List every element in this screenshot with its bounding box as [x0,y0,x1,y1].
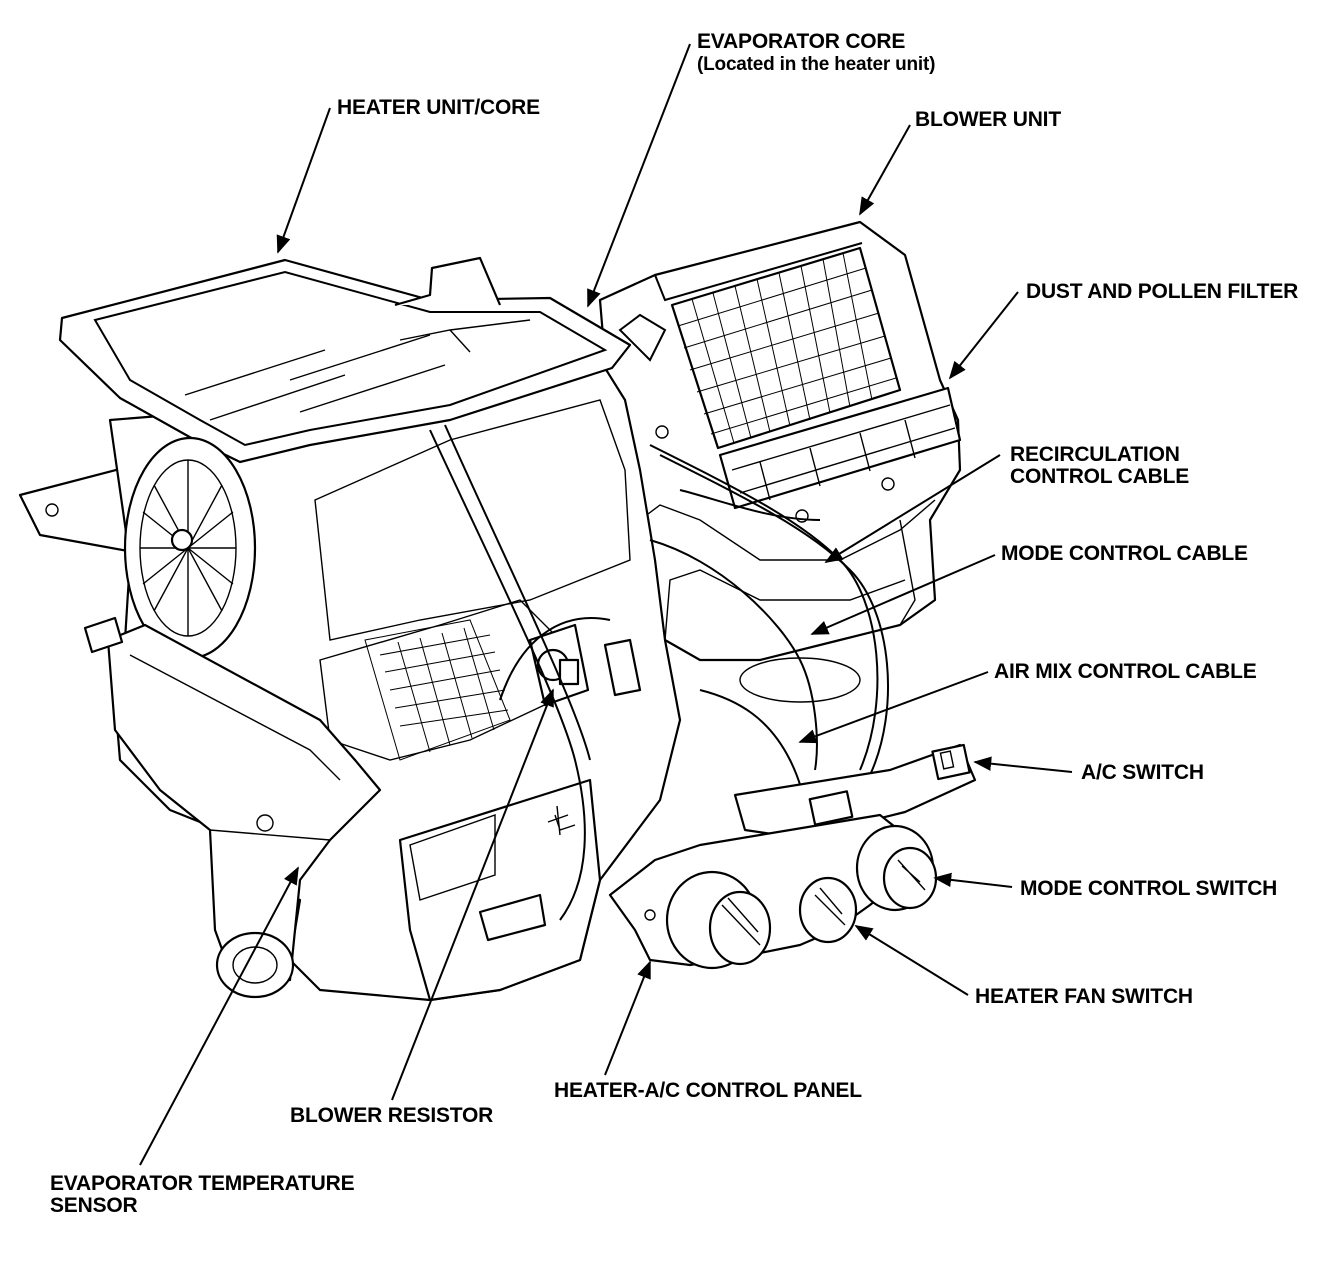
leader-blower-resistor [391,688,554,1101]
label-dust-pollen-filter: DUST AND POLLEN FILTER [1026,280,1299,303]
leader-evaporator-core [587,43,691,308]
heater-unit-drawing [18,256,682,1002]
label-evap-temp-sensor-line2: SENSOR [50,1194,138,1217]
label-blower-resistor: BLOWER RESISTOR [290,1104,494,1127]
label-heater-fan-switch: HEATER FAN SWITCH [975,985,1193,1008]
leader-mode-cable [810,554,996,635]
blower-resistor-drawing [429,424,642,921]
leader-dust-filter [948,291,1019,380]
label-mode-control-switch: MODE CONTROL SWITCH [1020,877,1278,900]
label-evaporator-core: EVAPORATOR CORE [697,30,906,53]
leader-blower-unit [859,124,911,216]
label-evaporator-core-note: (Located in the heater unit) [697,54,936,75]
leader-heater-unit [276,107,331,254]
label-heater-unit-core: HEATER UNIT/CORE [337,96,540,119]
label-evap-temp-sensor-line1: EVAPORATOR TEMPERATURE [50,1172,355,1195]
leader-recirculation [824,454,1001,563]
control-panel-drawing [608,743,977,970]
label-heater-ac-control-panel: HEATER-A/C CONTROL PANEL [554,1079,862,1102]
leader-control-panel [604,960,651,1076]
leader-lines [139,43,1073,1166]
leader-ac-switch [973,756,1073,773]
label-recirculation-line1: RECIRCULATION [1010,443,1180,466]
label-blower-unit: BLOWER UNIT [915,108,1061,131]
leader-fan-switch [854,925,969,996]
label-mode-control-cable: MODE CONTROL CABLE [1001,542,1248,565]
leader-evap-temp-sensor [139,866,299,1166]
leader-mode-switch [933,872,1013,888]
leader-air-mix-cable [798,671,989,744]
label-recirculation-line2: CONTROL CABLE [1010,465,1190,488]
label-air-mix-control-cable: AIR MIX CONTROL CABLE [994,660,1257,683]
dust-pollen-filter-drawing [670,246,962,510]
label-ac-switch: A/C SWITCH [1081,761,1204,784]
